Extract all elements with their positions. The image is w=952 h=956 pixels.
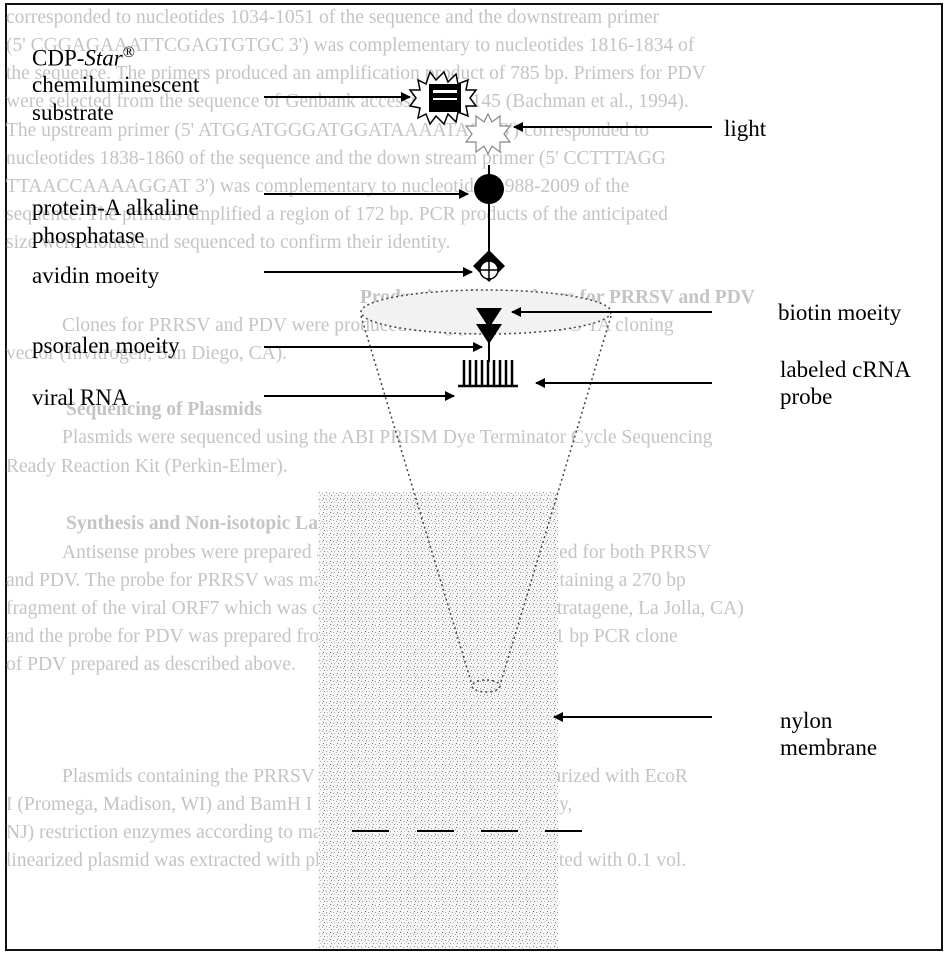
label-light: light bbox=[724, 116, 767, 141]
label-phosphatase: phosphatase bbox=[32, 223, 145, 248]
label-avidin-moeity: avidin moeity bbox=[32, 263, 160, 288]
bg-line: (5' CGGAGAAATTCGAGTGTGC 3') was compleme… bbox=[6, 35, 695, 56]
right-arrows bbox=[511, 122, 712, 722]
bg-line: Plasmids were sequenced using the ABI PR… bbox=[62, 427, 713, 448]
bg-heading: Sequencing of Plasmids bbox=[66, 399, 263, 420]
label-biotin-moeity: biotin moeity bbox=[778, 300, 902, 325]
bg-line: the sequence. The primers produced an am… bbox=[6, 63, 706, 84]
label-psoralen-moeity: psoralen moeity bbox=[32, 333, 180, 358]
bg-line: TTAACCAAAAGGAT 3') was complementary to … bbox=[6, 176, 630, 197]
label-chemiluminescent: chemiluminescent bbox=[32, 72, 200, 97]
bg-line: Ready Reaction Kit (Perkin-Elmer). bbox=[6, 456, 288, 477]
label-nylon: nylon bbox=[780, 708, 833, 733]
biotin-triangle bbox=[476, 308, 502, 328]
nylon-membrane-shape bbox=[318, 492, 558, 948]
bg-line: of PDV prepared as described above. bbox=[6, 654, 296, 675]
label-membrane: membrane bbox=[780, 735, 878, 760]
psoralen-triangle bbox=[476, 324, 502, 344]
label-substrate: substrate bbox=[32, 100, 114, 125]
label-viral-rna: viral RNA bbox=[32, 385, 129, 410]
substrate-starburst-icon bbox=[408, 70, 478, 126]
bg-line: vector (Invitrogen, San Diego, CA). bbox=[6, 343, 288, 364]
bg-line: size were cloned and sequenced to confir… bbox=[6, 232, 451, 253]
bg-line: sequence. The primers amplified a region… bbox=[6, 204, 668, 225]
figure-frame bbox=[5, 3, 943, 951]
left-arrows bbox=[264, 92, 483, 401]
light-burst-icon bbox=[464, 112, 512, 156]
avidin-cross-icon bbox=[473, 250, 505, 282]
label-labeled-crna: labeled cRNA bbox=[780, 357, 911, 382]
bg-line: nucleotides 1838-1860 of the sequence an… bbox=[6, 148, 666, 169]
label-registered-mark: ® bbox=[122, 44, 135, 61]
protein-a-alkaline-phosphatase-circle bbox=[474, 174, 504, 204]
molecular-complex bbox=[458, 165, 518, 388]
label-protein-a-alkaline: protein-A alkaline bbox=[32, 195, 199, 220]
bg-line: corresponded to nucleotides 1034-1051 of… bbox=[6, 7, 660, 28]
label-cdp-star-italic: Star bbox=[84, 45, 123, 71]
rna-probe-strands bbox=[458, 360, 518, 388]
label-probe: probe bbox=[780, 384, 833, 409]
label-cdp-star: CDP-Star® bbox=[32, 40, 135, 71]
label-cdp-prefix: CDP- bbox=[32, 45, 85, 71]
bg-line: were selected from the sequence of Genba… bbox=[6, 91, 689, 112]
